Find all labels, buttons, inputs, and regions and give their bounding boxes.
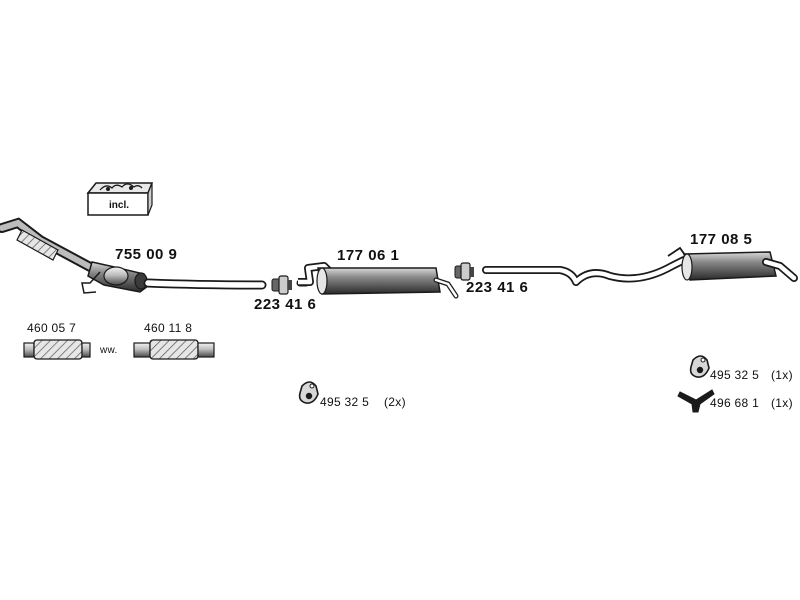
alternative-note: ww. bbox=[100, 345, 118, 356]
catalytic-converter-body bbox=[87, 261, 149, 293]
quantity-rubber-mount-rear: (1x) bbox=[771, 368, 793, 382]
part-number-flex-pipe-a: 460 05 7 bbox=[27, 321, 77, 335]
part-number-catalytic-converter: 755 00 9 bbox=[115, 246, 178, 263]
part-number-bracket-rear: 496 68 1 bbox=[710, 396, 760, 410]
quantity-bracket-rear: (1x) bbox=[771, 396, 793, 410]
mounting-kit-label: incl. bbox=[109, 200, 130, 211]
catalytic-converter-assembly bbox=[0, 217, 267, 294]
pipe-clamp-rear-icon bbox=[454, 262, 474, 281]
rear-silencer-assembly bbox=[482, 246, 798, 286]
rubber-mount-rear-icon bbox=[689, 355, 710, 378]
rear-silencer bbox=[681, 251, 798, 282]
part-number-clamp-rear: 223 41 6 bbox=[466, 279, 529, 296]
y-bracket-icon bbox=[677, 389, 715, 413]
front-flex-section bbox=[16, 229, 59, 261]
part-number-rubber-mount-middle: 495 32 5 bbox=[320, 395, 370, 409]
quantity-rubber-mount-middle: (2x) bbox=[384, 395, 406, 409]
part-number-middle-silencer: 177 06 1 bbox=[337, 247, 400, 264]
part-number-rubber-mount-rear: 495 32 5 bbox=[710, 368, 760, 382]
middle-silencer bbox=[298, 262, 459, 299]
mounting-kit-box-icon bbox=[86, 182, 154, 216]
part-number-clamp-front: 223 41 6 bbox=[254, 296, 317, 313]
flex-pipe-icon bbox=[23, 339, 91, 360]
part-number-flex-pipe-b: 460 11 8 bbox=[144, 321, 193, 335]
part-number-rear-silencer: 177 08 5 bbox=[690, 231, 753, 248]
flex-pipe-alt-icon bbox=[133, 339, 215, 360]
rubber-mount-icon bbox=[298, 381, 319, 404]
